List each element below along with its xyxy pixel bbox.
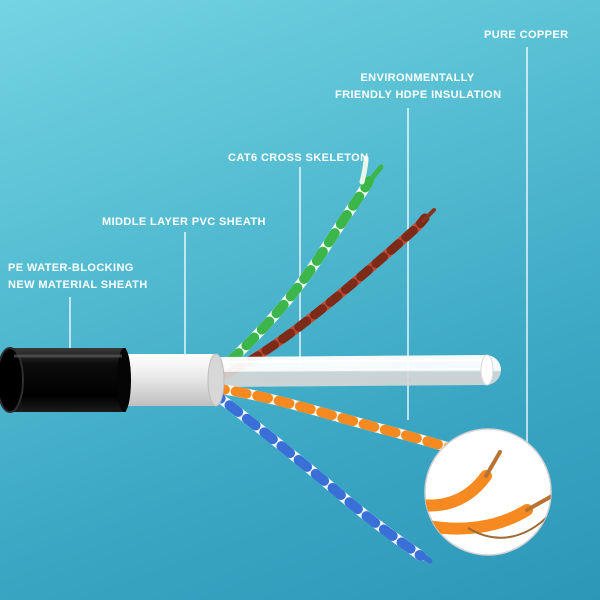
label-hdpe-line1: ENVIRONMENTALLY bbox=[360, 72, 475, 84]
cross-skeleton bbox=[201, 354, 501, 387]
inset-copper-tip-2 bbox=[525, 494, 551, 512]
copper-inset bbox=[424, 428, 552, 556]
inset-orange-wire-2 bbox=[425, 504, 533, 535]
inset-copper-tip-1 bbox=[484, 450, 502, 478]
label-hdpe: ENVIRONMENTALLY FRIENDLY HDPE INSULATION bbox=[335, 70, 502, 104]
label-pvc-sheath: MIDDLE LAYER PVC SHEATH bbox=[102, 214, 266, 231]
label-pure-copper-text: PURE COPPER bbox=[484, 29, 569, 41]
label-pvc-sheath-text: MIDDLE LAYER PVC SHEATH bbox=[102, 216, 266, 228]
blue-white-pair bbox=[207, 387, 433, 564]
inset-orange-wire-1 bbox=[425, 470, 492, 512]
label-pe-sheath-line1: PE WATER-BLOCKING bbox=[8, 262, 134, 274]
label-pe-sheath-line2: NEW MATERIAL SHEATH bbox=[8, 279, 148, 291]
label-pe-sheath: PE WATER-BLOCKING NEW MATERIAL SHEATH bbox=[8, 260, 148, 294]
label-cat6-skeleton-text: CAT6 CROSS SKELETON bbox=[228, 152, 369, 164]
label-hdpe-line2: FRIENDLY HDPE INSULATION bbox=[335, 89, 502, 101]
label-pure-copper: PURE COPPER bbox=[484, 27, 568, 44]
middle-pvc-sheath bbox=[118, 353, 225, 407]
brown-red-pair bbox=[209, 208, 436, 385]
outer-jacket bbox=[0, 347, 131, 413]
green-white-pair bbox=[209, 155, 384, 380]
inset-copper-strand bbox=[467, 511, 551, 539]
label-cat6-skeleton: CAT6 CROSS SKELETON bbox=[228, 150, 368, 167]
